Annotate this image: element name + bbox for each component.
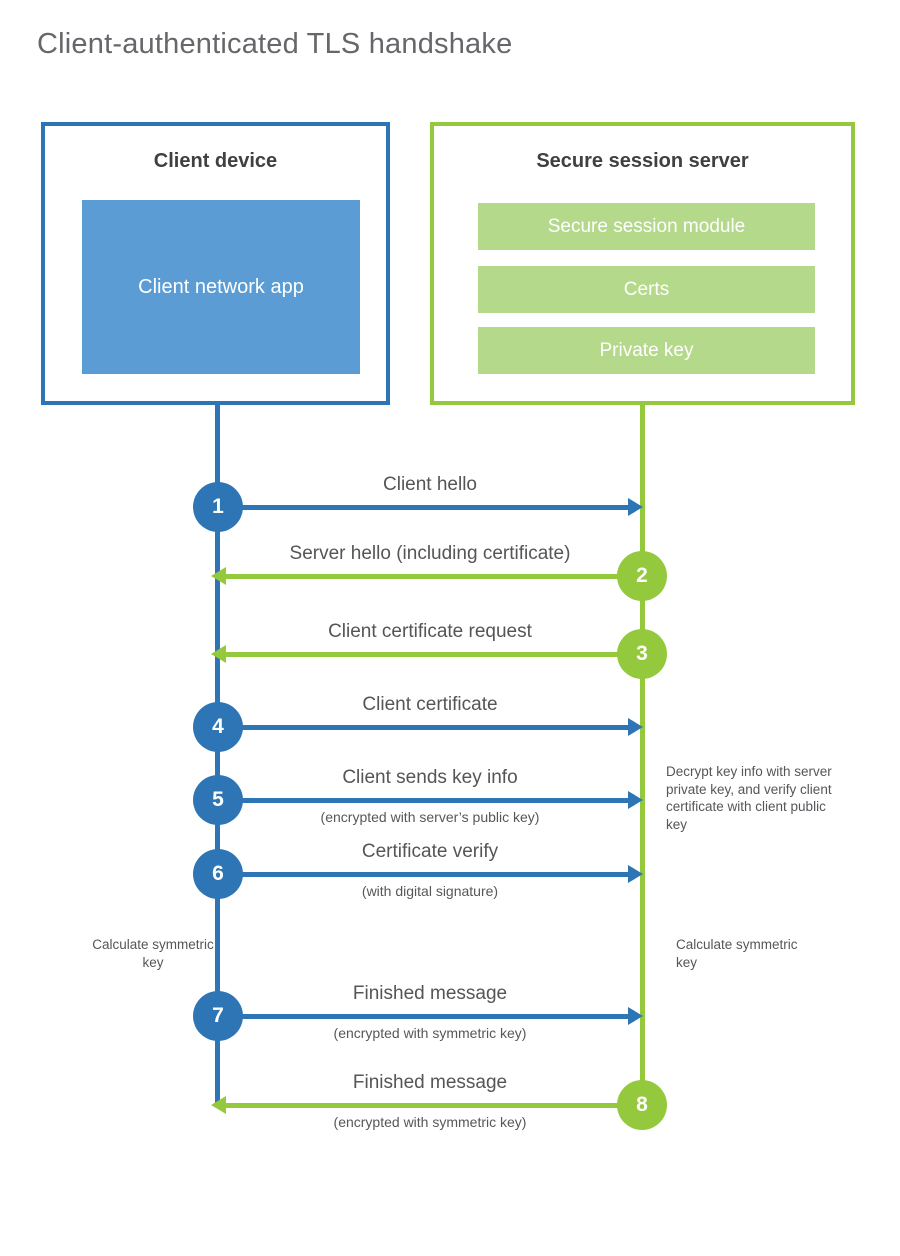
step-7-sublabel: (encrypted with symmetric key) [333,1025,527,1041]
client-lifeline [215,405,220,1104]
step-8-arrow-line [226,1103,642,1108]
step-8-arrowhead-icon [211,1096,226,1114]
step-5-label: Client sends key info [342,767,518,788]
step-8-circle: 8 [617,1080,667,1130]
step-4-label: Client certificate [362,694,498,715]
step-8-label: Finished message [352,1072,508,1093]
step-1-circle: 1 [193,482,243,532]
step-3-circle: 3 [617,629,667,679]
step-4-arrowhead-icon [628,718,643,736]
step-3-label: Client certificate request [328,621,532,642]
step-4-arrow-line [218,725,628,730]
step-3-arrowhead-icon [211,645,226,663]
client-device-title: Client device [153,150,278,172]
step-5-arrowhead-icon [628,791,643,809]
calc-symmetric-key-note-client: Calculate symmetric key [92,937,214,970]
step-2-arrow-line [226,574,642,579]
step-6-arrowhead-icon [628,865,643,883]
step-2-circle: 2 [617,551,667,601]
step-7-label: Finished message [352,983,508,1004]
secure-session-server-box: Secure session server Secure session mod… [430,122,855,405]
step-6-sublabel: (with digital signature) [361,883,499,899]
client-device-box: Client device Client network app [41,122,390,405]
step-6-circle: 6 [193,849,243,899]
step-7-arrow-line [218,1014,628,1019]
step-7-arrowhead-icon [628,1007,643,1025]
step-6-label: Certificate verify [361,841,499,862]
step-5-sublabel: (encrypted with server’s public key) [320,809,540,825]
step-1-label: Client hello [383,474,477,495]
step-4-circle: 4 [193,702,243,752]
step-1-arrow-line [218,505,628,510]
step-8-sublabel: (encrypted with symmetric key) [333,1114,527,1130]
client-network-app-box: Client network app [82,200,360,374]
step-1-arrowhead-icon [628,498,643,516]
decrypt-note: Decrypt key info with server private key… [666,764,832,832]
server-module-certs: Certs [478,266,815,313]
server-lifeline [640,405,645,1105]
calc-symmetric-key-note-server: Calculate symmetric key [676,937,798,970]
client-network-app-label: Client network app [138,275,304,298]
secure-session-server-title: Secure session server [536,150,749,172]
server-module-secure-session: Secure session module [478,203,815,250]
step-5-arrow-line [218,798,628,803]
step-5-circle: 5 [193,775,243,825]
step-3-arrow-line [226,652,642,657]
step-2-arrowhead-icon [211,567,226,585]
page-title: Client-authenticated TLS handshake [37,28,513,60]
server-module-private-key: Private key [478,327,815,374]
step-7-circle: 7 [193,991,243,1041]
step-2-label: Server hello (including certificate) [289,543,571,564]
step-6-arrow-line [218,872,628,877]
